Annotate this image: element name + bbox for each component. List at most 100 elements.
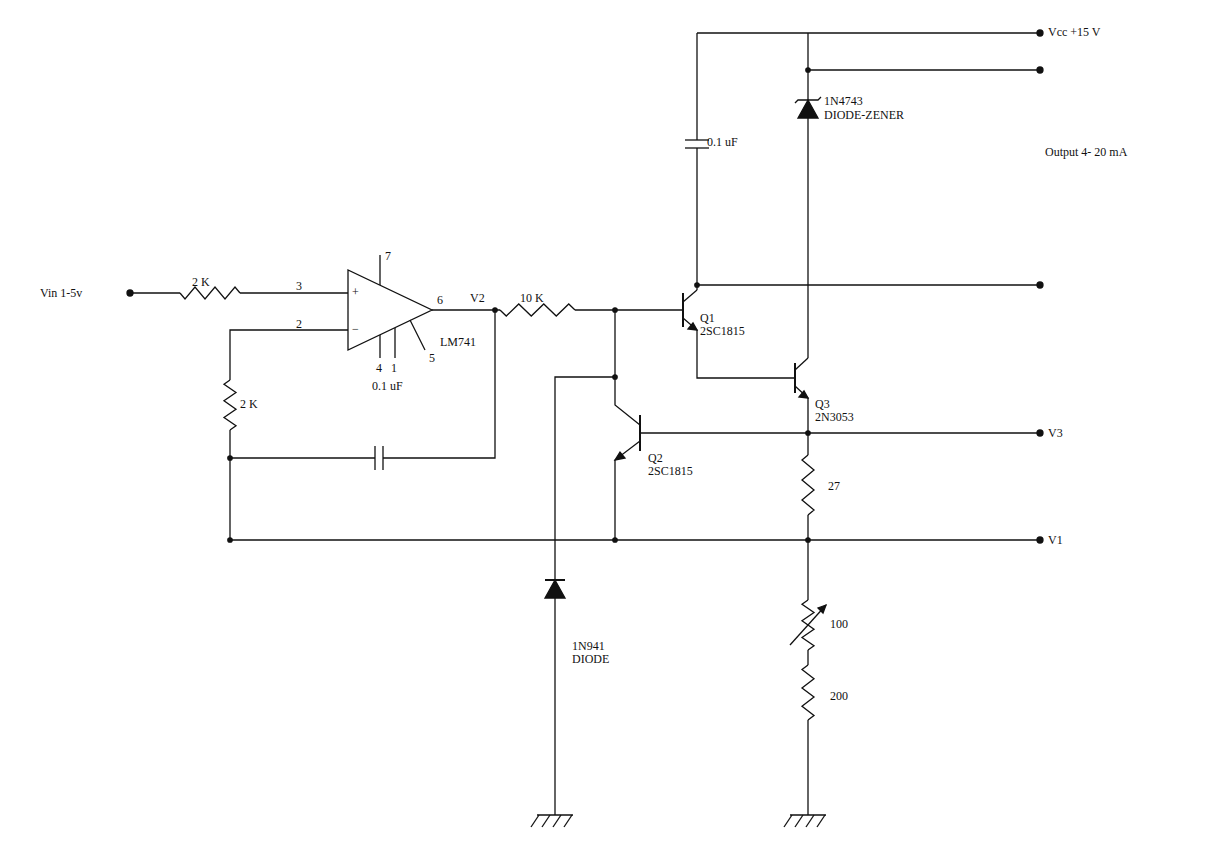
transistor-symbol bbox=[639, 415, 641, 451]
resistor-value: 2 K bbox=[192, 276, 210, 288]
junction-dot bbox=[695, 283, 699, 287]
wire bbox=[807, 650, 808, 665]
pin-number: 2 bbox=[296, 318, 302, 330]
emitter-arrow bbox=[688, 323, 697, 330]
supply-label: Vcc +15 V bbox=[1048, 26, 1101, 38]
zener-diode-symbol bbox=[795, 97, 821, 103]
generated-strokes bbox=[127, 30, 1043, 827]
capacitor-value: 0.1 uF bbox=[372, 380, 403, 392]
part-name: Q1 bbox=[700, 312, 715, 324]
pin-number: 4 bbox=[376, 362, 382, 374]
transistor-symbol bbox=[795, 358, 808, 370]
transistor-symbol bbox=[615, 310, 640, 425]
resistor-symbol bbox=[802, 455, 814, 515]
pin-line bbox=[410, 320, 425, 350]
signal-name: V3 bbox=[1048, 427, 1063, 439]
resistor-value: 100 bbox=[830, 618, 848, 630]
part-type: DIODE-ZENER bbox=[824, 109, 904, 121]
resistor-symbol bbox=[802, 665, 814, 720]
part-number: 2SC1815 bbox=[700, 325, 745, 337]
junction-dot bbox=[1037, 430, 1043, 436]
wire bbox=[696, 33, 697, 140]
transistor-symbol bbox=[683, 290, 697, 302]
transistor-symbol bbox=[795, 386, 808, 455]
wire bbox=[697, 284, 1040, 285]
ground-symbol bbox=[784, 815, 792, 827]
wire bbox=[807, 515, 808, 600]
resistor-symbol bbox=[500, 304, 575, 316]
ground-symbol bbox=[542, 815, 550, 827]
transistor-symbol bbox=[683, 318, 795, 378]
part-type: DIODE bbox=[572, 653, 609, 665]
pin-number: 1 bbox=[391, 362, 397, 374]
pin-number: 6 bbox=[437, 294, 443, 306]
resistor-value: 10 K bbox=[520, 292, 544, 304]
junction-dot bbox=[1037, 30, 1043, 36]
part-name: Q2 bbox=[648, 452, 663, 464]
part-number: 1N941 bbox=[572, 640, 605, 652]
wire bbox=[807, 33, 808, 100]
resistor-value: 200 bbox=[830, 690, 848, 702]
wire bbox=[230, 539, 1040, 540]
wire bbox=[230, 457, 375, 458]
junction-dot bbox=[806, 68, 810, 72]
ground-symbol bbox=[817, 815, 825, 827]
input-label: Vin 1-5v bbox=[40, 287, 82, 299]
junction-dot bbox=[493, 308, 497, 312]
capacitor-value: 0.1 uF bbox=[707, 136, 738, 148]
opamp-sign: + bbox=[352, 286, 359, 298]
wire bbox=[432, 309, 500, 310]
wire bbox=[696, 148, 697, 290]
zener-diode-symbol bbox=[798, 100, 818, 118]
ground-symbol bbox=[564, 815, 572, 827]
resistor-symbol bbox=[180, 287, 240, 299]
transistor-symbol bbox=[615, 441, 640, 540]
junction-dot bbox=[1037, 282, 1043, 288]
wire bbox=[697, 32, 1040, 33]
part-name: Q3 bbox=[815, 398, 830, 410]
pin-line bbox=[379, 335, 380, 358]
ground-symbol bbox=[806, 815, 814, 827]
wire bbox=[555, 377, 615, 580]
junction-dot bbox=[806, 431, 810, 435]
signal-name: V1 bbox=[1048, 534, 1063, 546]
ground-symbol bbox=[531, 815, 539, 827]
wire bbox=[640, 432, 808, 433]
wire bbox=[808, 69, 1040, 70]
wire bbox=[130, 292, 180, 293]
ground-symbol bbox=[795, 815, 803, 827]
resistor-value: 2 K bbox=[240, 398, 258, 410]
wire bbox=[808, 432, 1040, 433]
junction-dot bbox=[127, 290, 133, 296]
junction-dot bbox=[1037, 67, 1043, 73]
capacitor-symbol bbox=[374, 446, 375, 470]
ground-symbol bbox=[553, 815, 561, 827]
part-number: 2SC1815 bbox=[648, 465, 693, 477]
junction-dot bbox=[613, 375, 617, 379]
junction-dot bbox=[228, 456, 232, 460]
wire bbox=[575, 309, 683, 310]
opamp-symbol bbox=[348, 270, 432, 350]
wire bbox=[807, 118, 808, 358]
pin-line bbox=[379, 255, 380, 285]
emitter-arrow bbox=[799, 391, 808, 398]
diode-symbol bbox=[545, 580, 565, 598]
signal-name: V2 bbox=[470, 292, 485, 304]
pin-number: 7 bbox=[385, 250, 391, 262]
part-number: 2N3053 bbox=[815, 411, 854, 423]
resistor-symbol bbox=[224, 380, 236, 430]
junction-dot bbox=[613, 308, 617, 312]
pin-line bbox=[394, 328, 395, 358]
wire bbox=[229, 430, 230, 540]
emitter-arrow bbox=[615, 452, 625, 460]
potentiometer-symbol bbox=[802, 600, 814, 650]
output-label: Output 4- 20 mA bbox=[1045, 146, 1127, 158]
wire bbox=[807, 720, 808, 815]
wire bbox=[240, 292, 348, 293]
junction-dot bbox=[1037, 537, 1043, 543]
capacitor-symbol bbox=[685, 139, 709, 140]
pin-number: 5 bbox=[429, 352, 435, 364]
potentiometer-arrow bbox=[818, 605, 826, 613]
